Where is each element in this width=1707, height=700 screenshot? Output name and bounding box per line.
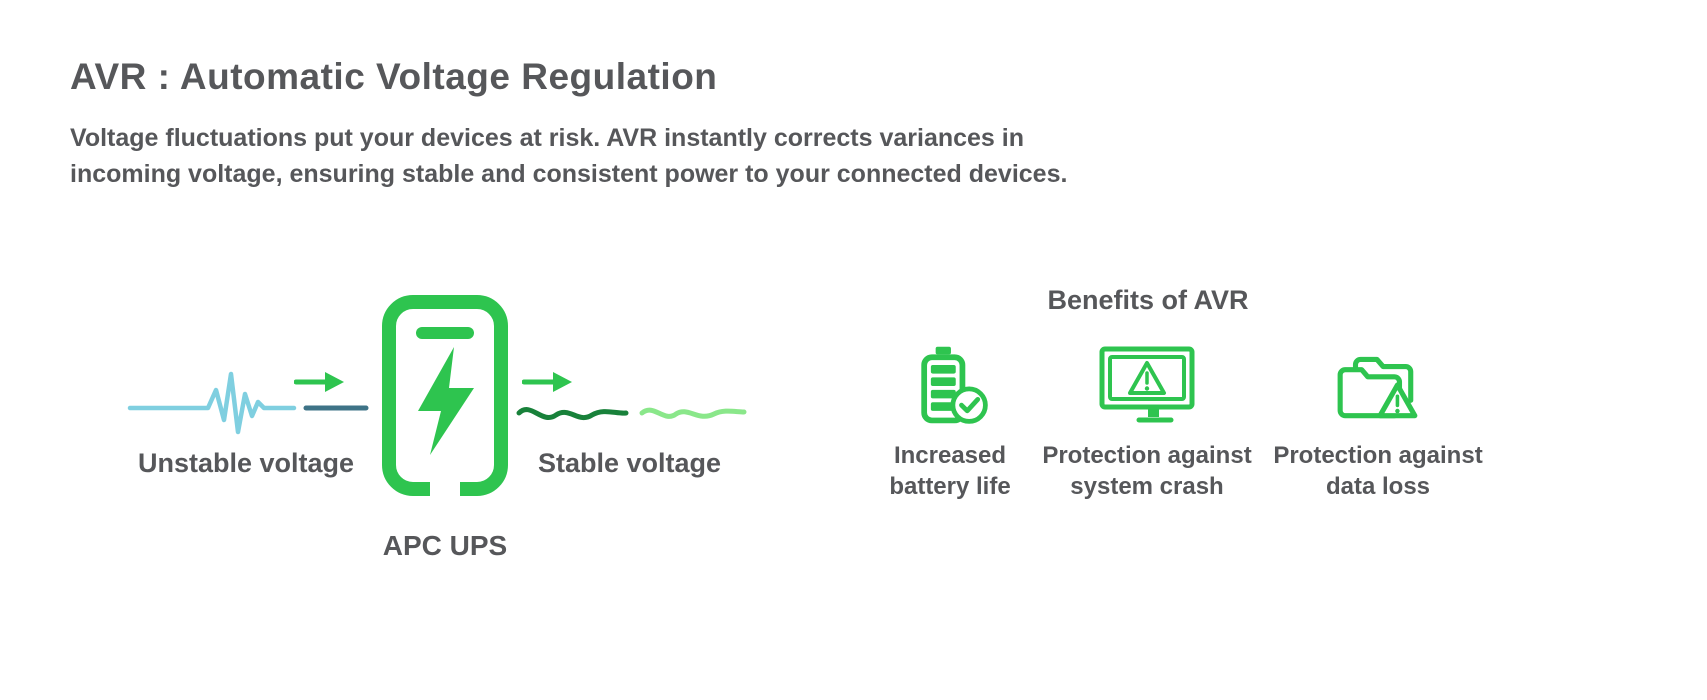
benefit-label: Increased battery life <box>889 440 1010 502</box>
benefits-heading: Benefits of AVR <box>1047 285 1249 315</box>
monitor-warning-icon <box>1097 342 1197 430</box>
benefit-label-line-2: data loss <box>1325 473 1431 500</box>
benefit-item-data-loss: Protection against data loss <box>1258 342 1498 502</box>
ups-device-icon <box>382 295 508 498</box>
stable-waveform-graphic <box>516 407 747 421</box>
page-title: AVR : Automatic Voltage Regulation <box>70 56 718 97</box>
unstable-waveform-graphic <box>127 371 369 435</box>
unstable-voltage-label: Unstable voltage <box>137 448 355 478</box>
stable-voltage-label: Stable voltage <box>537 448 722 478</box>
benefit-label-line-1: Protection against <box>1042 442 1252 469</box>
description-line-2: incoming voltage, ensuring stable and co… <box>70 160 1068 188</box>
folder-warning-icon <box>1333 342 1423 430</box>
benefit-label-line-1: Protection against <box>1273 442 1483 469</box>
benefit-label: Protection against data loss <box>1273 440 1482 502</box>
benefit-label: Protection against system crash <box>1042 440 1251 502</box>
benefit-label-line-2: system crash <box>1070 473 1224 500</box>
arrow-right-icon <box>294 372 344 392</box>
page-description: Voltage fluctuations put your devices at… <box>70 120 1067 192</box>
benefit-label-line-2: battery life <box>889 473 1011 500</box>
arrow-right-icon <box>522 372 572 392</box>
benefit-item-system-crash: Protection against system crash <box>1027 342 1267 502</box>
benefit-item-battery-life: Increased battery life <box>830 342 1070 502</box>
battery-check-icon <box>909 342 991 430</box>
description-line-1: Voltage fluctuations put your devices at… <box>70 124 1024 152</box>
benefit-label-line-1: Increased <box>893 442 1007 469</box>
apc-ups-label: APC UPS <box>382 530 508 561</box>
